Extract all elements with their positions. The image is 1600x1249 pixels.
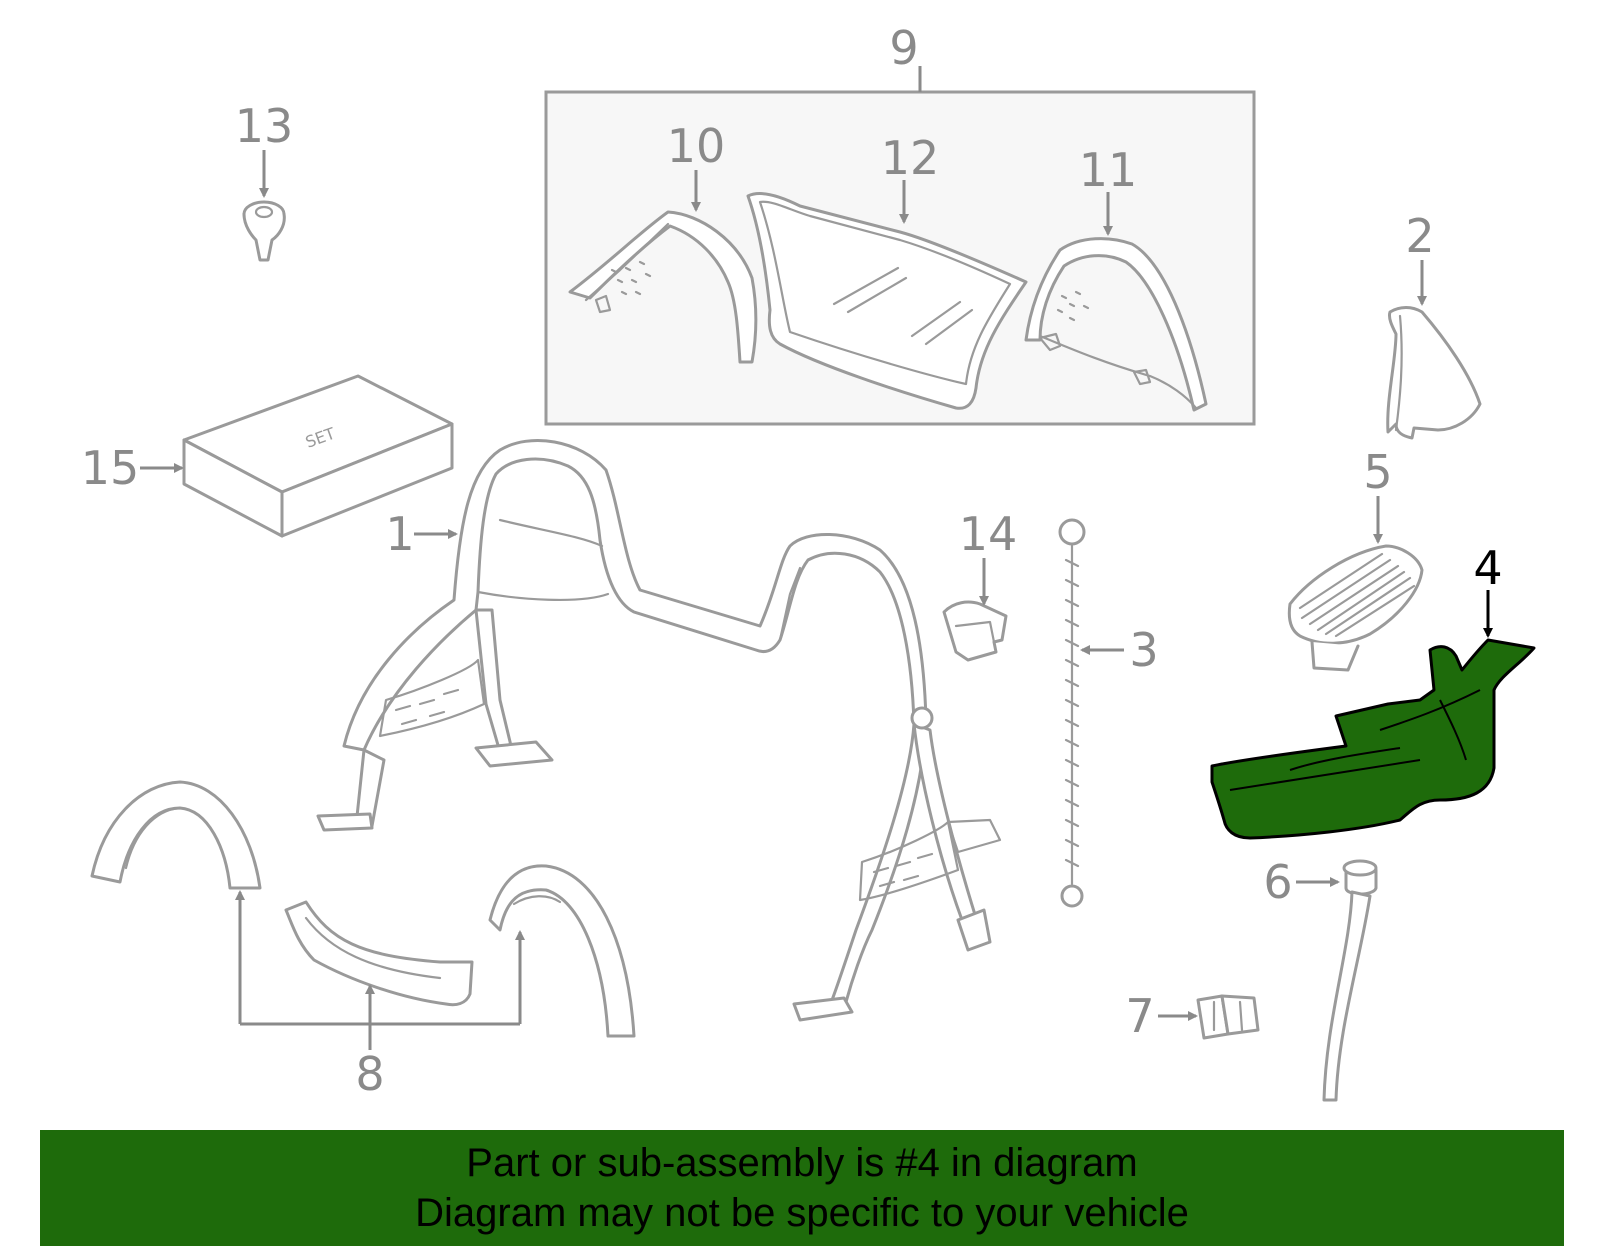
callout-11: 11 [1079, 143, 1138, 197]
callout-8: 8 [355, 1047, 384, 1101]
callout-2: 2 [1405, 209, 1434, 263]
callout-1: 1 [385, 507, 414, 561]
callout-6: 6 [1263, 855, 1292, 909]
part-11-wind-blocker-right[interactable] [1024, 237, 1208, 412]
callout-5: 5 [1363, 445, 1392, 499]
callout-9: 9 [889, 21, 918, 75]
part-8-trim-moldings[interactable] [90, 780, 636, 1038]
part-4-storage-tray[interactable] [1210, 638, 1536, 840]
callout-12: 12 [881, 131, 940, 185]
part-6-support-rod[interactable] [1322, 859, 1378, 1102]
info-banner: Part or sub-assembly is #4 in diagram Di… [40, 1130, 1564, 1246]
callout-3: 3 [1129, 623, 1158, 677]
callout-4: 4 [1473, 541, 1502, 595]
callout-15: 15 [81, 441, 140, 495]
part-7-clamp[interactable] [1196, 994, 1260, 1040]
banner-line-1: Part or sub-assembly is #4 in diagram [466, 1141, 1138, 1185]
part-14-bracket[interactable] [942, 600, 1008, 662]
part-10-wind-blocker-left[interactable] [568, 210, 758, 364]
part-15-set-box[interactable]: SET [182, 374, 454, 538]
part-1-roll-bar[interactable] [316, 439, 1002, 1022]
callout-14: 14 [959, 507, 1018, 561]
callout-7: 7 [1125, 989, 1154, 1043]
callout-10: 10 [667, 119, 726, 173]
part-5-vent-cover[interactable] [1287, 544, 1424, 672]
part-12-windscreen-glass[interactable] [746, 192, 1028, 410]
banner-line-2: Diagram may not be specific to your vehi… [415, 1191, 1189, 1235]
callout-13: 13 [235, 99, 294, 153]
part-3-cable[interactable] [1058, 518, 1086, 908]
part-2-trim-panel[interactable] [1386, 306, 1482, 440]
part-13-clip[interactable] [242, 200, 286, 262]
